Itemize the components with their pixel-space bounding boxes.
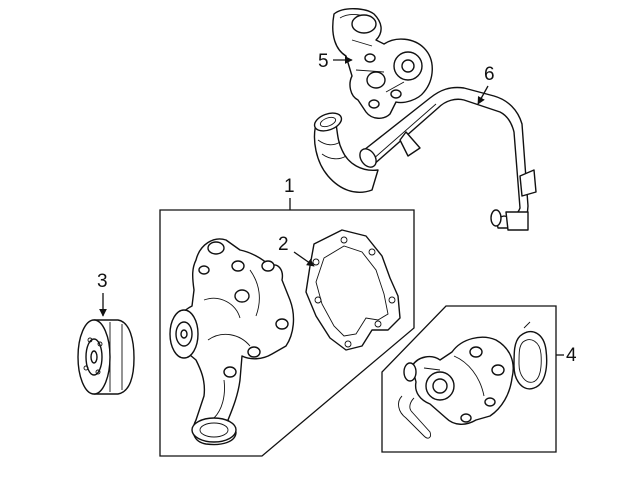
callout-1-label: 1 — [284, 176, 295, 197]
callout-4-label: 4 — [566, 345, 577, 366]
callout-2: 2 — [278, 234, 315, 267]
callout-3: 3 — [97, 271, 108, 317]
callout-3-label: 3 — [97, 271, 108, 292]
callout-5-label: 5 — [318, 51, 329, 72]
callout-2-label: 2 — [278, 234, 289, 255]
part-6-drawing[interactable] — [312, 86, 537, 231]
part-4-drawing[interactable] — [398, 321, 548, 439]
part-3-drawing[interactable] — [77, 319, 135, 395]
part-1-drawing[interactable] — [169, 238, 295, 446]
callout-6: 6 — [477, 64, 495, 105]
water-pump-group-box — [159, 209, 415, 457]
part-2-drawing[interactable] — [305, 229, 401, 351]
callout-6-label: 6 — [484, 64, 495, 85]
thermostat-group-box — [381, 305, 557, 453]
callout-4: 4 — [556, 345, 577, 366]
callout-5: 5 — [318, 51, 353, 72]
part-5-drawing[interactable] — [332, 8, 433, 119]
callout-1: 1 — [284, 176, 295, 210]
